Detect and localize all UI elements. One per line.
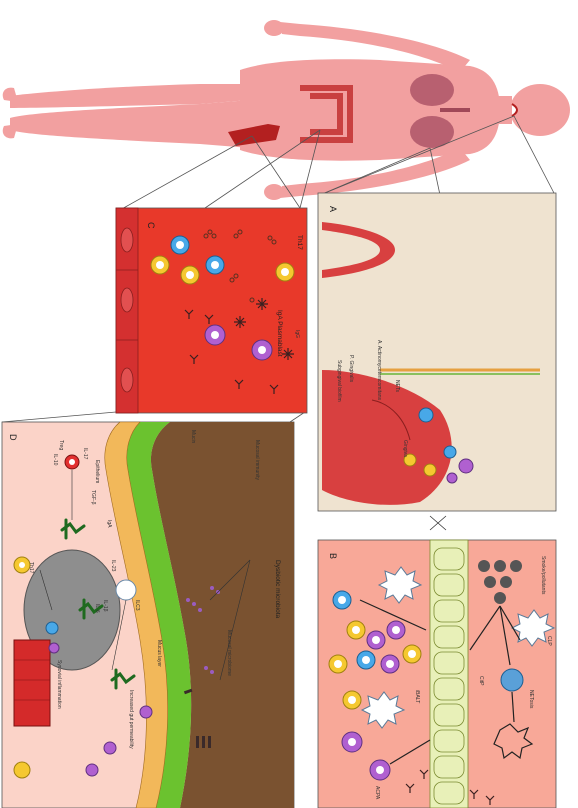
label-treg: Treg	[58, 440, 64, 450]
lung-left	[410, 74, 454, 106]
label-aa: A. Actinomycetemcomitans	[376, 340, 382, 401]
panel-d: D Dysbio	[2, 422, 294, 808]
panel-a: A P. Gingivalis A. Actinomycetemcomitans…	[318, 193, 556, 511]
label-th17-d: Th17	[28, 562, 34, 574]
label-nets-a: NETs	[394, 380, 400, 392]
label-smoke: Smoke/pollutants	[540, 556, 546, 595]
label-clp: CLP	[546, 636, 552, 646]
label-permeability: Increased gut permeability	[128, 690, 134, 749]
label-il1b: IL-1β	[102, 600, 108, 612]
panel-d-letter: D	[8, 434, 18, 441]
label-th17-c: Th17	[296, 235, 303, 250]
label-igg-c: IgG	[294, 330, 300, 338]
label-il6: IL-6	[94, 604, 100, 613]
label-iga-d: IgA	[106, 520, 112, 528]
label-mucosal-immunity: Mucosal immunity	[254, 440, 260, 481]
label-il10: IL-10	[52, 454, 58, 466]
label-iga-c: IgA Plasmablast	[276, 310, 283, 357]
label-ibalt: iBALT	[414, 690, 420, 703]
label-gingiva: Gingiva	[402, 440, 408, 457]
label-il17: IL-17	[82, 448, 88, 460]
panel-b-letter: B	[328, 553, 338, 559]
label-mucin: Mucin	[190, 430, 196, 444]
label-mucus: Mucus layer	[156, 640, 162, 667]
label-citp: CitP	[478, 676, 484, 686]
label-tgfb: TGF-β	[90, 490, 96, 505]
label-netosis: NETosis	[528, 690, 534, 709]
label-acpa: ACPA	[374, 786, 380, 800]
label-il23: IL-23	[110, 560, 116, 572]
label-biofilm: Subgingival biofilm	[336, 360, 342, 402]
human-body-figure	[3, 20, 570, 200]
panel-b: B	[318, 540, 556, 808]
label-epithelium: Epithelium	[94, 460, 100, 483]
label-pg: P. Gingivalis	[348, 355, 354, 383]
label-dysbiotic: Dysbiotic microbiota	[274, 560, 281, 619]
ab-link-arrow	[430, 516, 446, 530]
panel-c: C Th17 IgG I	[116, 208, 307, 413]
label-ilc3: ILC3	[134, 600, 140, 611]
panel-a-letter: A	[328, 206, 338, 212]
panel-c-letter: C	[146, 222, 156, 229]
label-synovial: Synovial inflammation	[56, 660, 62, 709]
